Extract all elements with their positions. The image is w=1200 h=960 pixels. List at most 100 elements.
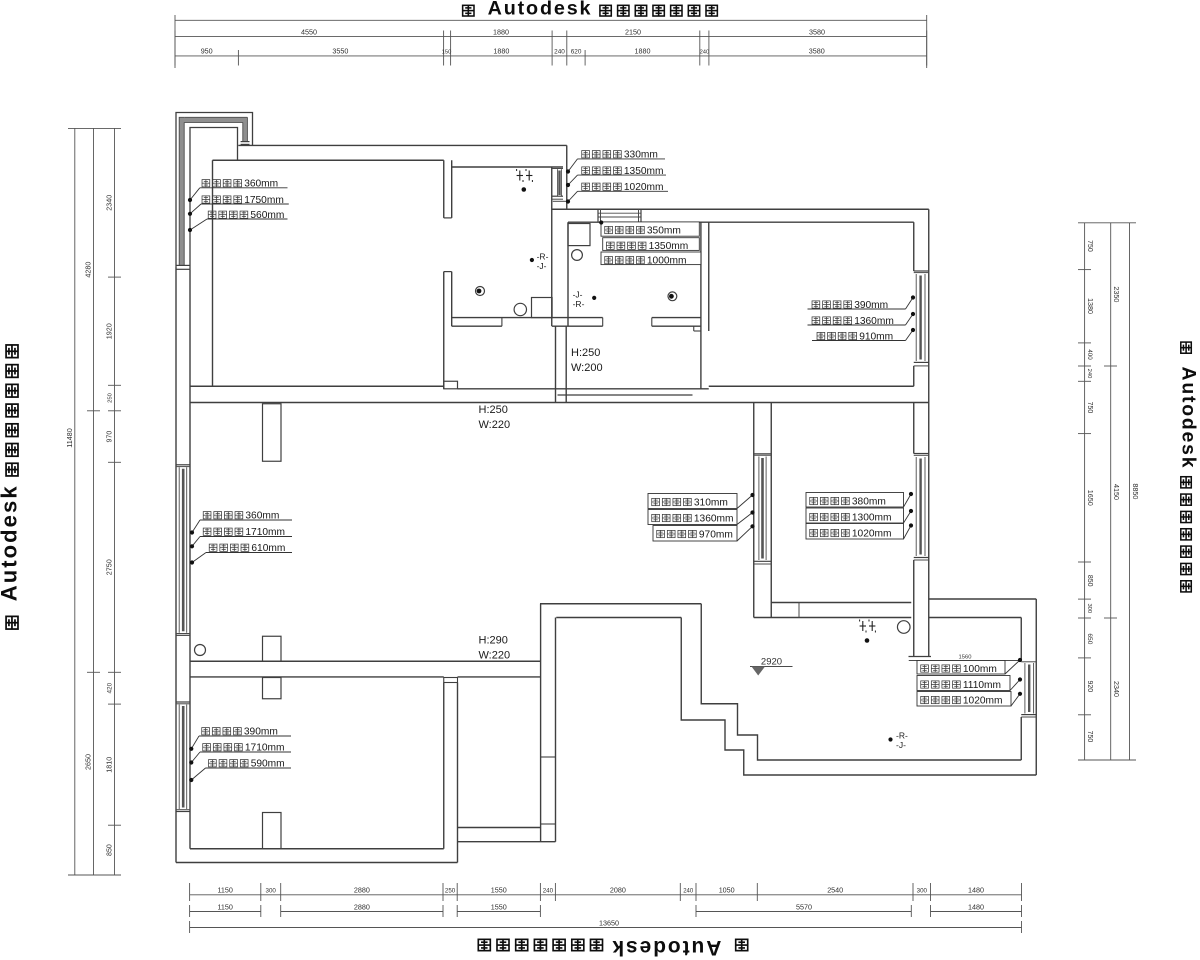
svg-text:1350mm: 1350mm	[649, 241, 689, 252]
svg-text:1560: 1560	[959, 655, 972, 661]
svg-text:3580: 3580	[809, 27, 825, 36]
svg-text:360mm: 360mm	[245, 511, 279, 522]
svg-text:360mm: 360mm	[244, 179, 278, 190]
svg-text:910mm: 910mm	[859, 331, 893, 342]
svg-text:-R-: -R-	[537, 252, 549, 262]
svg-text:1300mm: 1300mm	[852, 512, 892, 523]
svg-text:1920: 1920	[105, 323, 114, 339]
svg-text:750: 750	[1086, 731, 1093, 743]
svg-text:330mm: 330mm	[624, 150, 658, 161]
svg-text:1480: 1480	[968, 902, 984, 911]
svg-text:750: 750	[1086, 240, 1093, 252]
svg-text:1880: 1880	[635, 47, 651, 56]
svg-text:1710mm: 1710mm	[245, 743, 285, 754]
svg-text:2340: 2340	[105, 195, 114, 211]
svg-text:-J-: -J-	[537, 261, 547, 271]
svg-text:1150: 1150	[217, 886, 232, 895]
svg-text:1710mm: 1710mm	[245, 527, 285, 538]
svg-text:1110mm: 1110mm	[963, 680, 1001, 691]
svg-text:2350: 2350	[1112, 286, 1121, 302]
svg-text:300: 300	[266, 888, 277, 895]
svg-text:5570: 5570	[796, 902, 812, 911]
svg-text:610mm: 610mm	[251, 543, 285, 554]
svg-text:2340: 2340	[1112, 681, 1121, 697]
svg-text:300: 300	[917, 888, 928, 895]
svg-text:240: 240	[683, 889, 694, 895]
svg-text:350mm: 350mm	[647, 225, 681, 236]
svg-text:1550: 1550	[491, 902, 507, 911]
svg-text:H:250: H:250	[571, 347, 600, 359]
svg-text:2750: 2750	[105, 559, 114, 575]
svg-text:-R-: -R-	[896, 731, 908, 741]
svg-text:1150: 1150	[217, 902, 232, 911]
svg-text:250: 250	[108, 393, 114, 403]
svg-text:1810: 1810	[105, 757, 114, 773]
svg-text:1380: 1380	[1086, 298, 1095, 314]
svg-text:W:220: W:220	[479, 650, 511, 662]
svg-text:H:290: H:290	[479, 635, 508, 647]
svg-text:850: 850	[1086, 575, 1093, 587]
svg-text:240: 240	[543, 888, 554, 895]
svg-text:4150: 4150	[1112, 484, 1121, 500]
svg-text:380mm: 380mm	[852, 496, 886, 507]
svg-text:1350mm: 1350mm	[624, 166, 664, 177]
svg-text:Autodesk: Autodesk	[612, 936, 721, 959]
svg-text:950: 950	[201, 47, 213, 56]
svg-text:300: 300	[1086, 603, 1092, 613]
svg-text:1360mm: 1360mm	[854, 316, 894, 327]
svg-text:8850: 8850	[1131, 483, 1140, 499]
svg-text:-R-: -R-	[573, 299, 585, 309]
svg-text:1020mm: 1020mm	[852, 528, 892, 539]
svg-text:-J-: -J-	[573, 290, 583, 300]
svg-text:1550: 1550	[491, 886, 507, 895]
svg-text:Autodesk: Autodesk	[0, 486, 21, 602]
svg-text:Autodesk: Autodesk	[1177, 367, 1199, 468]
svg-text:11480: 11480	[65, 428, 74, 447]
svg-text:1750mm: 1750mm	[244, 195, 284, 206]
svg-text:1880: 1880	[493, 27, 509, 36]
svg-text:240: 240	[554, 49, 565, 56]
svg-text:240: 240	[700, 50, 710, 56]
svg-text:240: 240	[1086, 369, 1092, 379]
svg-text:4280: 4280	[84, 262, 93, 278]
svg-text:1360mm: 1360mm	[694, 513, 734, 524]
svg-text:H:250: H:250	[479, 404, 508, 416]
svg-text:3550: 3550	[332, 47, 348, 56]
svg-text:390mm: 390mm	[244, 727, 278, 738]
svg-text:1650: 1650	[1086, 490, 1095, 506]
svg-text:2880: 2880	[354, 902, 370, 911]
svg-text:620: 620	[571, 49, 582, 56]
svg-text:2650: 2650	[84, 754, 93, 770]
svg-text:-J-: -J-	[896, 740, 906, 750]
svg-text:310mm: 310mm	[694, 497, 728, 508]
svg-text:1020mm: 1020mm	[963, 695, 1003, 706]
svg-text:1000mm: 1000mm	[647, 255, 687, 266]
svg-text:970: 970	[107, 431, 114, 443]
svg-text:2920: 2920	[761, 657, 782, 668]
svg-text:13650: 13650	[599, 918, 619, 927]
svg-text:400: 400	[1086, 349, 1093, 360]
svg-text:920: 920	[1086, 680, 1093, 692]
svg-text:250: 250	[445, 888, 456, 895]
svg-text:650: 650	[1086, 633, 1093, 644]
svg-text:2080: 2080	[610, 886, 626, 895]
svg-text:970mm: 970mm	[699, 529, 733, 540]
svg-text:1050: 1050	[719, 886, 735, 895]
svg-text:750: 750	[1086, 402, 1093, 414]
svg-text:1480: 1480	[968, 886, 984, 895]
svg-text:2540: 2540	[827, 886, 843, 895]
svg-text:560mm: 560mm	[250, 210, 284, 221]
svg-text:1880: 1880	[493, 47, 509, 56]
svg-text:2150: 2150	[625, 27, 641, 36]
svg-text:1020mm: 1020mm	[624, 182, 664, 193]
svg-text:850: 850	[107, 844, 114, 856]
svg-text:Autodesk: Autodesk	[488, 0, 591, 19]
svg-text:4550: 4550	[301, 27, 317, 36]
svg-text:W:220: W:220	[479, 419, 511, 431]
svg-text:3580: 3580	[809, 47, 825, 56]
svg-text:420: 420	[107, 682, 114, 693]
svg-text:590mm: 590mm	[251, 759, 285, 770]
svg-text:150: 150	[442, 50, 452, 56]
svg-text:390mm: 390mm	[854, 300, 888, 311]
svg-text:W:200: W:200	[571, 362, 603, 374]
